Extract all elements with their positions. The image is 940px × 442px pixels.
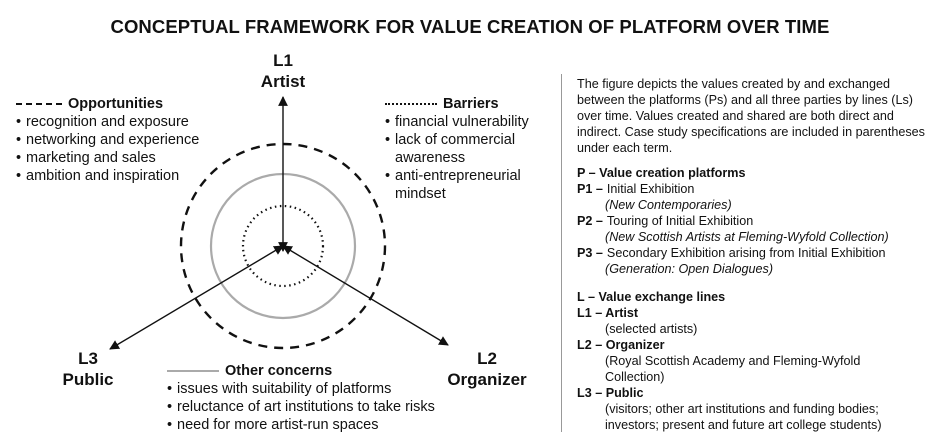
- concern-item: reluctance of art institutions to take r…: [167, 398, 435, 416]
- opportunity-item: networking and experience: [16, 131, 199, 149]
- lines-heading: L – Value exchange lines: [577, 290, 726, 304]
- barrier-item: lack of commercial: [385, 131, 529, 149]
- opportunities-block: Opportunities recognition and exposure n…: [16, 95, 199, 185]
- l3-code: L3: [78, 349, 98, 368]
- other-concerns-block: Other concerns issues with suitability o…: [167, 362, 435, 434]
- other-concerns-heading: Other concerns: [225, 363, 333, 379]
- framework-diagram: L1 Artist L2 Organizer L3 Public Opportu…: [0, 0, 560, 442]
- barriers-heading: Barriers: [443, 96, 499, 112]
- platform-detail: (New Scottish Artists at Fleming-Wyfold …: [605, 230, 889, 244]
- dashed-line-key: [16, 103, 62, 105]
- diagram-title: CONCEPTUAL FRAMEWORK FOR VALUE CREATION …: [110, 16, 830, 37]
- platform-code: P2 –: [577, 214, 603, 228]
- line-l1-code: L1 – Artist: [577, 306, 639, 320]
- l3-name: Public: [62, 370, 114, 389]
- l2-label: L2 Organizer: [432, 348, 542, 390]
- line-detail: (visitors; other art institutions and fu…: [605, 402, 879, 416]
- line-detail: (selected artists): [605, 322, 698, 336]
- barrier-item-continued: mindset: [395, 186, 446, 202]
- solid-line-key: [167, 370, 219, 372]
- platform-detail: (Generation: Open Dialogues): [605, 262, 774, 276]
- platform-code: P3 –: [577, 246, 603, 260]
- barrier-item-continued: awareness: [395, 150, 466, 166]
- concern-item: issues with suitability of platforms: [167, 380, 435, 398]
- opportunities-heading: Opportunities: [68, 96, 164, 112]
- divider-line: [561, 74, 562, 432]
- platform-code: P1 –: [577, 182, 603, 196]
- opportunity-item: ambition and inspiration: [16, 167, 199, 185]
- legend-intro: The figure depicts the values created by…: [577, 77, 925, 155]
- l2-name: Organizer: [447, 370, 527, 389]
- l2-arrow: [282, 245, 449, 346]
- l1-name: Artist: [260, 72, 306, 91]
- platform-detail: (New Contemporaries): [605, 198, 732, 212]
- l1-code: L1: [273, 51, 293, 70]
- barrier-item: anti-entrepreneurial: [385, 167, 529, 185]
- line-detail: (Royal Scottish Academy and Fleming-Wyfo…: [605, 354, 861, 368]
- l3-label: L3 Public: [48, 348, 128, 390]
- platform-p1: P1 – Initial Exhibition: [577, 181, 927, 197]
- dotted-line-key: [385, 103, 437, 105]
- line-detail: Collection): [605, 370, 665, 384]
- l1-label: L1 Artist: [253, 50, 313, 92]
- platforms-heading: P – Value creation platforms: [577, 166, 746, 180]
- barriers-block: Barriers financial vulnerability lack of…: [385, 95, 529, 203]
- platform-p2: P2 – Touring of Initial Exhibition: [577, 213, 927, 229]
- line-l2-code: L2 – Organizer: [577, 338, 665, 352]
- barrier-item: financial vulnerability: [385, 113, 529, 131]
- platform-name: Initial Exhibition: [606, 182, 695, 196]
- platform-p3: P3 – Secondary Exhibition arising from I…: [577, 245, 927, 261]
- l3-arrow: [109, 245, 284, 350]
- platform-name: Secondary Exhibition arising from Initia…: [606, 246, 886, 260]
- concern-item: need for more artist-run spaces: [167, 416, 435, 434]
- opportunity-item: marketing and sales: [16, 149, 199, 167]
- line-detail: investors; present and future art colleg…: [605, 418, 882, 432]
- line-l3-code: L3 – Public: [577, 386, 644, 400]
- legend-panel: The figure depicts the values created by…: [577, 76, 927, 433]
- diagram-graphic: [109, 96, 449, 350]
- platform-name: Touring of Initial Exhibition: [606, 214, 754, 228]
- opportunity-item: recognition and exposure: [16, 113, 199, 131]
- l2-code: L2: [477, 349, 497, 368]
